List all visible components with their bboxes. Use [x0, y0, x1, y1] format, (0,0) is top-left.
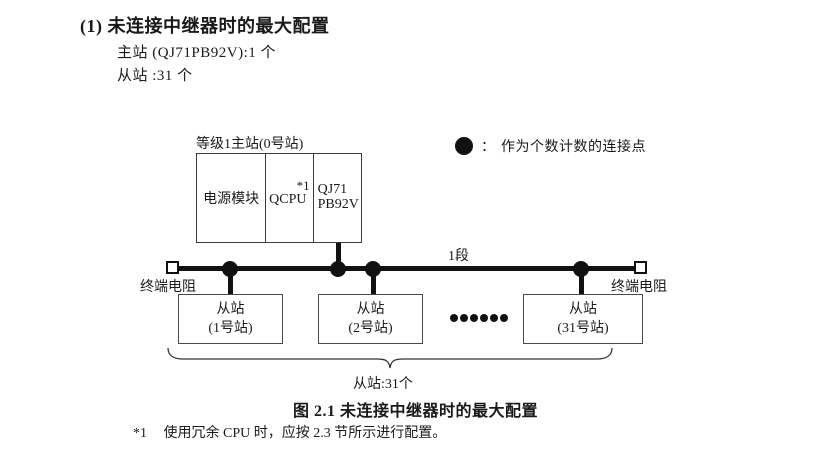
- slave-station-box-31: 从站 (31号站): [523, 294, 643, 344]
- slave-box-station: (1号站): [208, 321, 253, 336]
- master-station-box: 电源模块 *1 QCPU QJ71 PB92V: [196, 153, 362, 243]
- pb92v-label: QJ71 PB92V: [317, 182, 359, 212]
- slave-station-box-2: 从站 (2号站): [318, 294, 423, 344]
- slave-station-box-1: 从站 (1号站): [178, 294, 283, 344]
- terminator-label-right: 终端电阻: [611, 280, 667, 295]
- slaves-count-label: 从站:31个: [353, 377, 413, 392]
- master-station-label: 等级1主站(0号站): [196, 137, 304, 152]
- slaves-brace-icon: [167, 347, 613, 369]
- figure-caption: 图 2.1 未连接中继器时的最大配置: [293, 403, 539, 420]
- qcpu-label: QCPU: [269, 192, 307, 207]
- ellipsis-dots: [450, 314, 508, 322]
- slave-box-station: (31号站): [557, 321, 609, 336]
- power-module-label: 电源模块: [203, 192, 260, 207]
- slave-box-station: (2号站): [348, 321, 393, 336]
- slave-box-title: 从站: [216, 302, 245, 317]
- page-title: (1) 未连接中继器时的最大配置: [80, 16, 330, 36]
- segment-label: 1段: [448, 249, 469, 264]
- ellipsis-dot: [500, 314, 508, 322]
- ellipsis-dot: [480, 314, 488, 322]
- footnote-text: 使用冗余 CPU 时，应按 2.3 节所示进行配置。: [163, 426, 447, 441]
- drop-line-slave-31: [579, 270, 584, 295]
- connection-point-dot: [573, 261, 589, 277]
- ellipsis-dot: [450, 314, 458, 322]
- legend: ： 作为个数计数的连接点: [455, 136, 646, 156]
- slave-count-line: 从站 :31 个: [117, 68, 193, 84]
- connection-point-dot: [330, 261, 346, 277]
- terminator-resistor-right-icon: [634, 261, 647, 274]
- master-count-line: 主站 (QJ71PB92V):1 个: [117, 45, 277, 61]
- drop-line-slave-1: [228, 270, 233, 295]
- slave-box-title: 从站: [356, 302, 385, 317]
- connection-point-dot-icon: [455, 137, 473, 155]
- terminator-label-left: 终端电阻: [140, 280, 196, 295]
- ellipsis-dot: [490, 314, 498, 322]
- legend-text: 作为个数计数的连接点: [501, 140, 646, 155]
- drop-line-master: [336, 243, 341, 267]
- terminator-resistor-left-icon: [166, 261, 179, 274]
- qcpu-footnote-ref: *1: [296, 178, 310, 193]
- drop-line-slave-2: [371, 270, 376, 295]
- power-module-cell: 电源模块: [197, 154, 267, 242]
- bus-line: [172, 266, 639, 271]
- pb92v-cell: QJ71 PB92V: [314, 154, 361, 242]
- legend-colon: ：: [481, 140, 495, 155]
- slave-box-title: 从站: [569, 302, 597, 317]
- footnote-marker: *1: [133, 426, 147, 441]
- connection-point-dot: [222, 261, 238, 277]
- footnote: *1 使用冗余 CPU 时，应按 2.3 节所示进行配置。: [133, 422, 446, 442]
- connection-point-dot: [365, 261, 381, 277]
- ellipsis-dot: [470, 314, 478, 322]
- qcpu-cell: *1 QCPU: [266, 154, 314, 242]
- ellipsis-dot: [460, 314, 468, 322]
